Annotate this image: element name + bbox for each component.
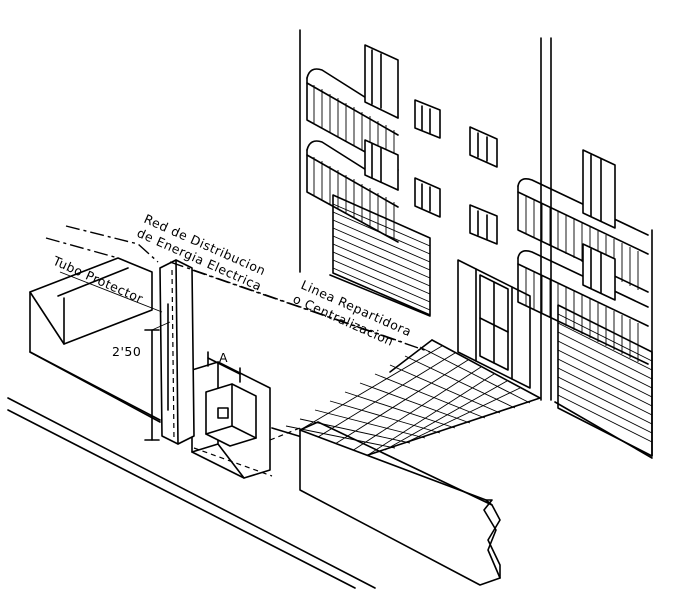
right-window-lower — [582, 243, 616, 301]
square-windows — [414, 99, 498, 245]
tubo-leader — [59, 271, 163, 313]
dimension-a — [207, 351, 241, 383]
left-shutter — [332, 194, 431, 316]
meter-box — [205, 383, 257, 447]
right-window-upper — [582, 149, 616, 229]
entrance-door — [457, 259, 531, 389]
distribution-lines — [45, 225, 431, 477]
right-shutter — [557, 304, 653, 457]
garden-wall — [29, 257, 161, 423]
street-curb — [7, 397, 376, 589]
front-wall — [299, 421, 501, 586]
label-dimension-a: A — [219, 350, 228, 365]
left-window-lower — [364, 139, 399, 191]
building — [299, 29, 653, 459]
left-window-upper — [364, 44, 399, 119]
meter-wall — [191, 361, 271, 479]
left-balcony-lower — [306, 140, 399, 243]
pillar — [159, 259, 195, 445]
right-balcony-lower — [517, 250, 649, 365]
label-height: 2'50 — [112, 344, 141, 359]
dimension-height — [144, 321, 171, 441]
